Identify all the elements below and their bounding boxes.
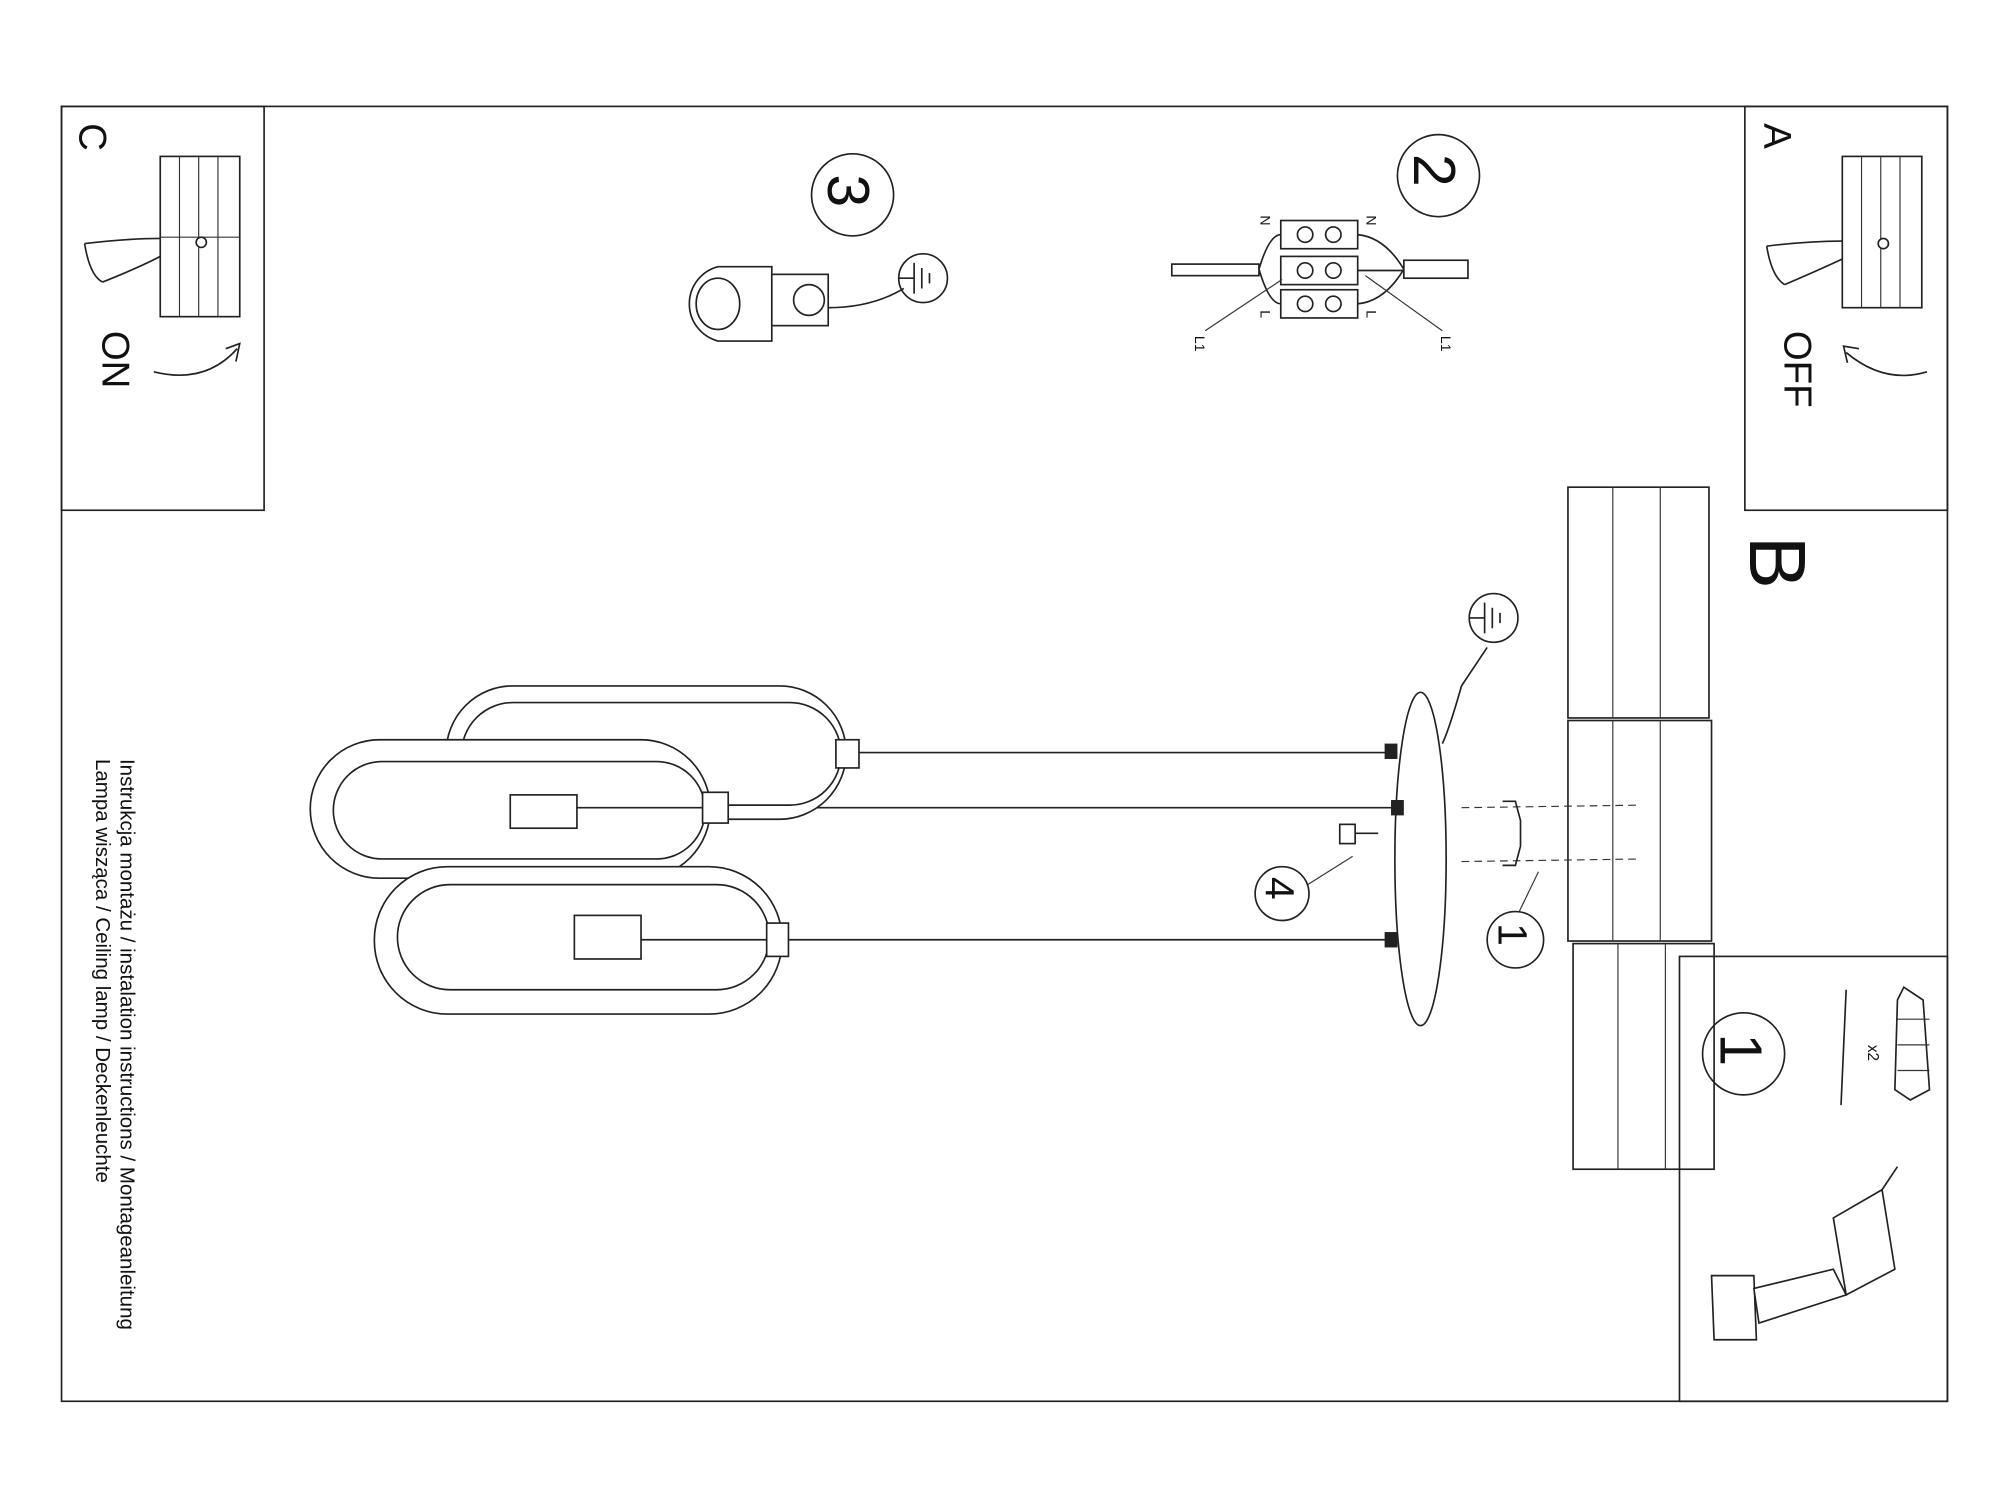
svg-text:4: 4: [1256, 877, 1302, 900]
arrow-a-icon: [1842, 345, 1928, 377]
panel-a-box: [1744, 105, 1949, 512]
ground-terminal-icon: [688, 253, 949, 342]
panel-a-letter: A: [1755, 123, 1798, 149]
drill-icon: [1710, 1166, 1899, 1341]
svg-text:2: 2: [1401, 154, 1466, 187]
breaker-a-icon: [1841, 155, 1923, 309]
wire-label-n-left: N: [1257, 215, 1273, 225]
panel-c-state: ON: [94, 331, 137, 389]
wire-label-l-left: L: [1257, 310, 1273, 318]
panel-b-letter: B: [1733, 536, 1822, 589]
step-1-callout: 1: [1486, 910, 1545, 969]
wire-label-l1-left: L1: [1192, 336, 1208, 352]
svg-text:1: 1: [1490, 923, 1536, 946]
kit-quantity: x2: [1864, 1045, 1881, 1061]
svg-text:1: 1: [1708, 1033, 1773, 1066]
wall-plug-icon: [1894, 985, 1931, 1101]
canopy: [1394, 691, 1447, 1027]
panel-c-box: [60, 105, 265, 512]
panel-a-state: OFF: [1776, 331, 1819, 408]
step-2-badge: 2: [1396, 133, 1481, 218]
terminal-block-icon: [1170, 219, 1469, 332]
screw-icon: [1840, 989, 1847, 1106]
panel-c-letter: C: [70, 123, 113, 151]
wire-label-n-right: N: [1364, 215, 1380, 225]
wire-label-l1-right: L1: [1438, 336, 1454, 352]
step-4-screw-icon: [1338, 823, 1379, 845]
pendant-cables: [728, 743, 1404, 948]
pendant-shade-bottom: [373, 865, 790, 1015]
wire-label-l-right: L: [1364, 310, 1380, 318]
arrow-c-icon: [153, 342, 241, 376]
kit-step-badge: 1: [1701, 1011, 1786, 1096]
step-3-badge: 3: [810, 153, 895, 237]
hand-c-icon: [83, 237, 161, 283]
mounting-bracket-icon: [1461, 800, 1642, 867]
ground-symbol-icon: [1441, 592, 1519, 744]
title-line2: Lampa wisząca / Ceiling lamp / Deckenleu…: [91, 759, 114, 1183]
svg-text:3: 3: [815, 174, 880, 207]
outer-frame: [60, 105, 1949, 1403]
breaker-c-icon: [159, 155, 241, 318]
pendant-shade-middle: [309, 738, 730, 880]
title-line1: Instrukcja montażu / instalation instruc…: [116, 759, 139, 1330]
hand-a-icon: [1765, 240, 1843, 286]
kit-panel-box: [1678, 955, 1949, 1403]
step-4-badge: 4: [1254, 865, 1310, 922]
ceiling-icon: [1567, 486, 1715, 1171]
